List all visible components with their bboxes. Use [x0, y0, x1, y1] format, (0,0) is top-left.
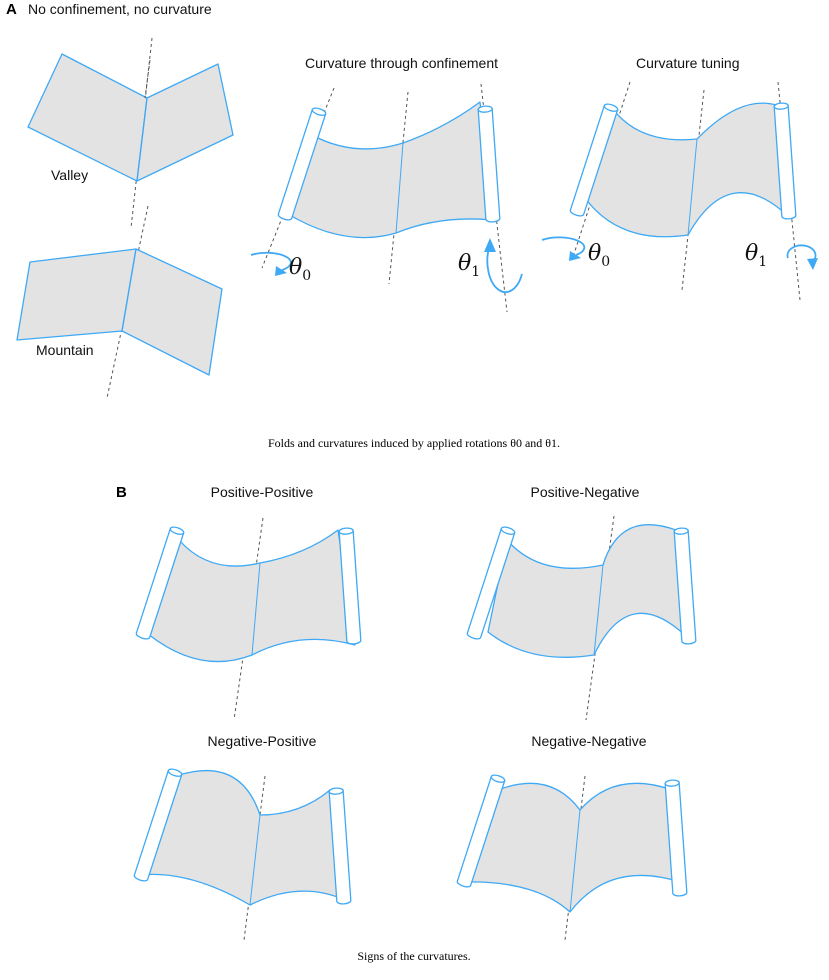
panel-a-caption: Folds and curvatures induced by applied … — [268, 436, 560, 450]
panel-a-letter: A — [6, 1, 17, 18]
theta1-left: θ1 — [458, 251, 480, 280]
theta0-left: θ0 — [289, 255, 311, 284]
panel-b-caption: Signs of the curvatures. — [357, 949, 470, 963]
tuning-sheet — [541, 81, 818, 301]
tuning-label: Curvature tuning — [636, 55, 740, 71]
valley-fold — [27, 37, 234, 229]
negative-negative-sheet — [455, 773, 688, 941]
negative-positive-sheet — [132, 767, 352, 941]
mountain-label: Mountain — [36, 342, 94, 358]
positive-negative-sheet — [465, 515, 697, 721]
theta0-right: θ0 — [588, 241, 610, 270]
positive-positive-sheet — [134, 517, 362, 721]
confinement-sheet — [250, 83, 523, 313]
confinement-label: Curvature through confinement — [305, 55, 498, 71]
positive-positive-label: Positive-Positive — [211, 484, 314, 500]
panel-a-title: No confinement, no curvature — [28, 1, 212, 17]
negative-negative-label: Negative-Negative — [531, 733, 646, 749]
positive-negative-label: Positive-Negative — [531, 484, 640, 500]
mountain-fold — [16, 205, 223, 399]
theta1-right: θ1 — [745, 241, 767, 270]
panel-b-letter: B — [116, 484, 127, 501]
negative-positive-label: Negative-Positive — [208, 733, 317, 749]
valley-label: Valley — [51, 167, 88, 183]
